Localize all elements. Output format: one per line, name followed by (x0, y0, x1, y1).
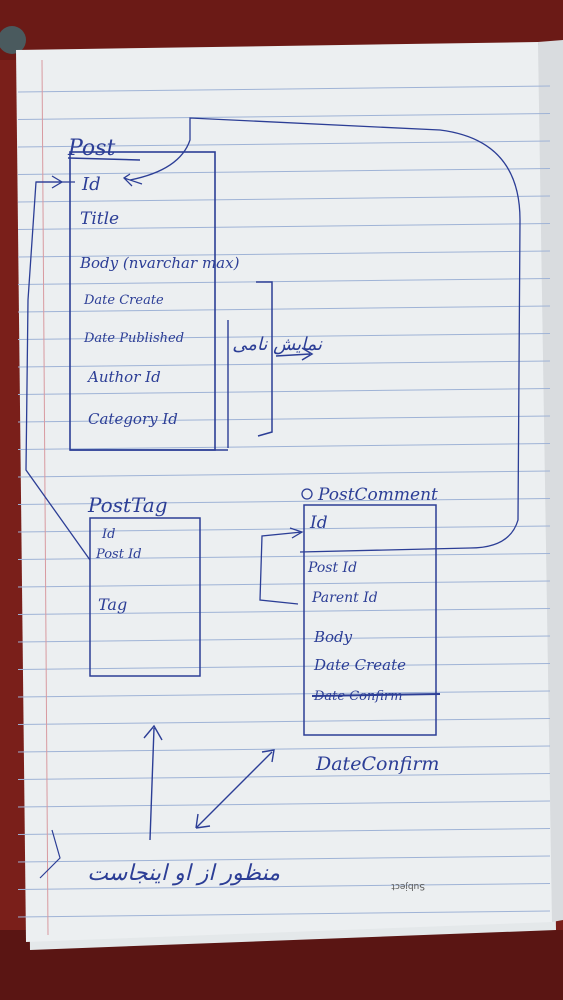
ruled-line (17, 800, 551, 808)
posttag-table: PostTag Id Post Id Tag (87, 493, 201, 677)
ruled-line (17, 168, 551, 175)
ruled-line (17, 910, 551, 918)
posttag-title: PostTag (87, 493, 168, 517)
ruled-line (17, 828, 551, 835)
strikethrough (311, 693, 441, 697)
ruled-line (17, 745, 551, 753)
ruled-line (17, 883, 551, 890)
ruled-line (17, 663, 551, 670)
postcomment-field-date-confirm: DateConfirm (315, 753, 439, 775)
bullet-icon (301, 488, 313, 500)
field-bracket (256, 281, 273, 437)
ruled-line (17, 443, 551, 450)
post-field-date-published: Date Published (83, 331, 184, 346)
post-field-author-id: Author Id (86, 368, 161, 386)
posttag-field-tag: Tag (98, 595, 127, 614)
post-field-title: Title (80, 209, 119, 229)
ruled-line (17, 773, 551, 780)
footer-label: Subject (391, 881, 425, 891)
next-page-edge (538, 40, 563, 922)
ruled-line (17, 855, 551, 863)
ruled-lines (17, 85, 551, 918)
posttag-box (89, 517, 201, 677)
ruled-line (17, 498, 551, 505)
ruled-line (17, 223, 551, 230)
ruled-line (17, 525, 551, 533)
relation-post-postcomment (129, 117, 521, 553)
post-field-date-create: Date Create (83, 293, 164, 308)
ruled-line (17, 470, 551, 478)
ruled-line (17, 140, 551, 148)
post-field-category-id: Category Id (88, 410, 178, 428)
pen-cap (0, 26, 26, 54)
self-relation (259, 531, 303, 605)
postcomment-box (303, 504, 437, 736)
ruled-line (17, 195, 551, 203)
postcomment-table: PostComment Id Post Id Parent Id Body Da… (259, 485, 441, 775)
posttag-field-id: Id (101, 527, 115, 542)
arrow-up (143, 724, 163, 841)
post-title: Post (67, 136, 115, 161)
post-field-id: Id (81, 174, 101, 195)
ruled-line (17, 333, 551, 340)
ruled-line (17, 360, 551, 368)
ruled-line (17, 580, 551, 588)
postcomment-title: PostComment (317, 485, 438, 505)
postcomment-field-id: Id (309, 513, 328, 533)
ruled-line (17, 85, 551, 93)
ruled-line (17, 113, 551, 120)
post-field-body: Body (nvarchar max) (79, 254, 240, 272)
post-table: Post Id Title Body (nvarchar max) Date C… (67, 136, 323, 451)
ruled-line (17, 305, 551, 313)
postcomment-field-date-create: Date Create (313, 656, 406, 674)
ruled-line (17, 718, 551, 725)
notebook-page (16, 42, 552, 942)
arrow-diagonal (195, 749, 275, 829)
postcomment-field-date-confirm-struck: Date Confirm (313, 689, 403, 704)
bottom-note: منظور از او اینجاست (87, 861, 280, 886)
ruled-line (17, 388, 551, 395)
ruled-line (17, 553, 551, 560)
ruled-line (17, 415, 551, 423)
postcomment-field-body: Body (313, 628, 353, 646)
postcomment-field-post-id: Post Id (307, 560, 357, 576)
ruled-line (17, 635, 551, 643)
ruled-line (17, 278, 551, 285)
ruled-line (17, 608, 551, 615)
ruled-line (17, 250, 551, 258)
ruled-line (17, 690, 551, 698)
postcomment-field-parent-id: Parent Id (311, 590, 378, 606)
bracket-arrow (275, 347, 314, 361)
bracket-note: نمایش نامی (232, 334, 323, 355)
posttag-field-post-id: Post Id (95, 547, 142, 562)
